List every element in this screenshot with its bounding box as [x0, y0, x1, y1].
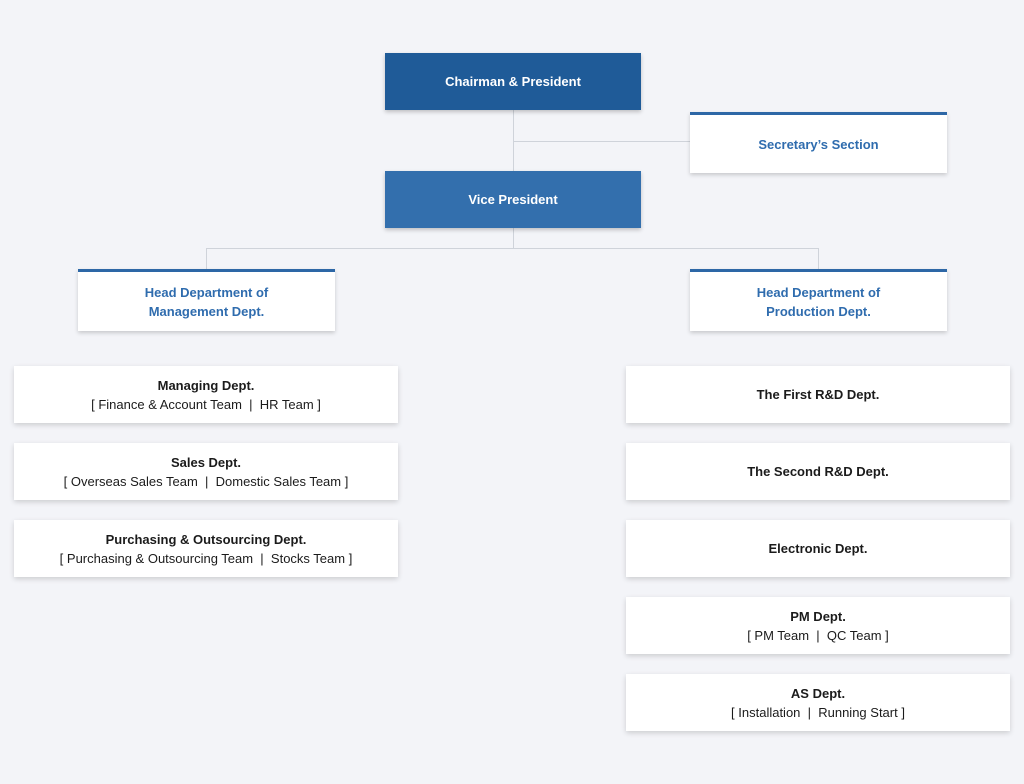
dept-name: Purchasing & Outsourcing Dept.	[105, 531, 307, 547]
connector-vp-down	[513, 228, 514, 249]
secretary-label: Secretary’s Section	[758, 136, 879, 152]
head-production-box: Head Department of Production Dept.	[690, 269, 947, 331]
connector-to-head-management	[206, 248, 207, 270]
connector-to-secretary	[513, 141, 691, 142]
connector-head-bar	[206, 248, 819, 249]
chairman-box: Chairman & President	[385, 53, 641, 110]
dept-name: Electronic Dept.	[768, 541, 868, 556]
head-production-line2: Production Dept.	[766, 303, 871, 319]
dept-teams: [ Overseas Sales Team | Domestic Sales T…	[63, 473, 349, 489]
head-management-line2: Management Dept.	[148, 303, 265, 319]
dept-name: The Second R&D Dept.	[747, 464, 889, 479]
dept-teams: [ PM Team | QC Team ]	[747, 627, 889, 643]
as-dept-box: AS Dept. [ Installation | Running Start …	[626, 674, 1010, 731]
chairman-label: Chairman & President	[445, 74, 581, 89]
managing-dept-box: Managing Dept. [ Finance & Account Team …	[14, 366, 398, 423]
first-rd-dept-box: The First R&D Dept.	[626, 366, 1010, 423]
electronic-dept-box: Electronic Dept.	[626, 520, 1010, 577]
dept-name: Sales Dept.	[170, 454, 242, 470]
purchasing-dept-box: Purchasing & Outsourcing Dept. [ Purchas…	[14, 520, 398, 577]
dept-name: Managing Dept.	[157, 377, 255, 393]
pm-dept-box: PM Dept. [ PM Team | QC Team ]	[626, 597, 1010, 654]
head-production-line1: Head Department of	[756, 284, 881, 300]
vice-president-label: Vice President	[468, 192, 558, 207]
sales-dept-box: Sales Dept. [ Overseas Sales Team | Dome…	[14, 443, 398, 500]
secretary-box: Secretary’s Section	[690, 112, 947, 173]
head-management-line1: Head Department of	[144, 284, 269, 300]
dept-name: PM Dept.	[790, 608, 846, 624]
head-management-box: Head Department of Management Dept.	[78, 269, 335, 331]
dept-teams: [ Installation | Running Start ]	[731, 704, 905, 720]
connector-to-head-production	[818, 248, 819, 270]
connector-chairman-to-vp	[513, 110, 514, 171]
dept-teams: [ Purchasing & Outsourcing Team | Stocks…	[59, 550, 353, 566]
vice-president-box: Vice President	[385, 171, 641, 228]
dept-teams: [ Finance & Account Team | HR Team ]	[91, 396, 321, 412]
dept-name: The First R&D Dept.	[756, 387, 880, 402]
second-rd-dept-box: The Second R&D Dept.	[626, 443, 1010, 500]
dept-name: AS Dept.	[790, 685, 846, 701]
